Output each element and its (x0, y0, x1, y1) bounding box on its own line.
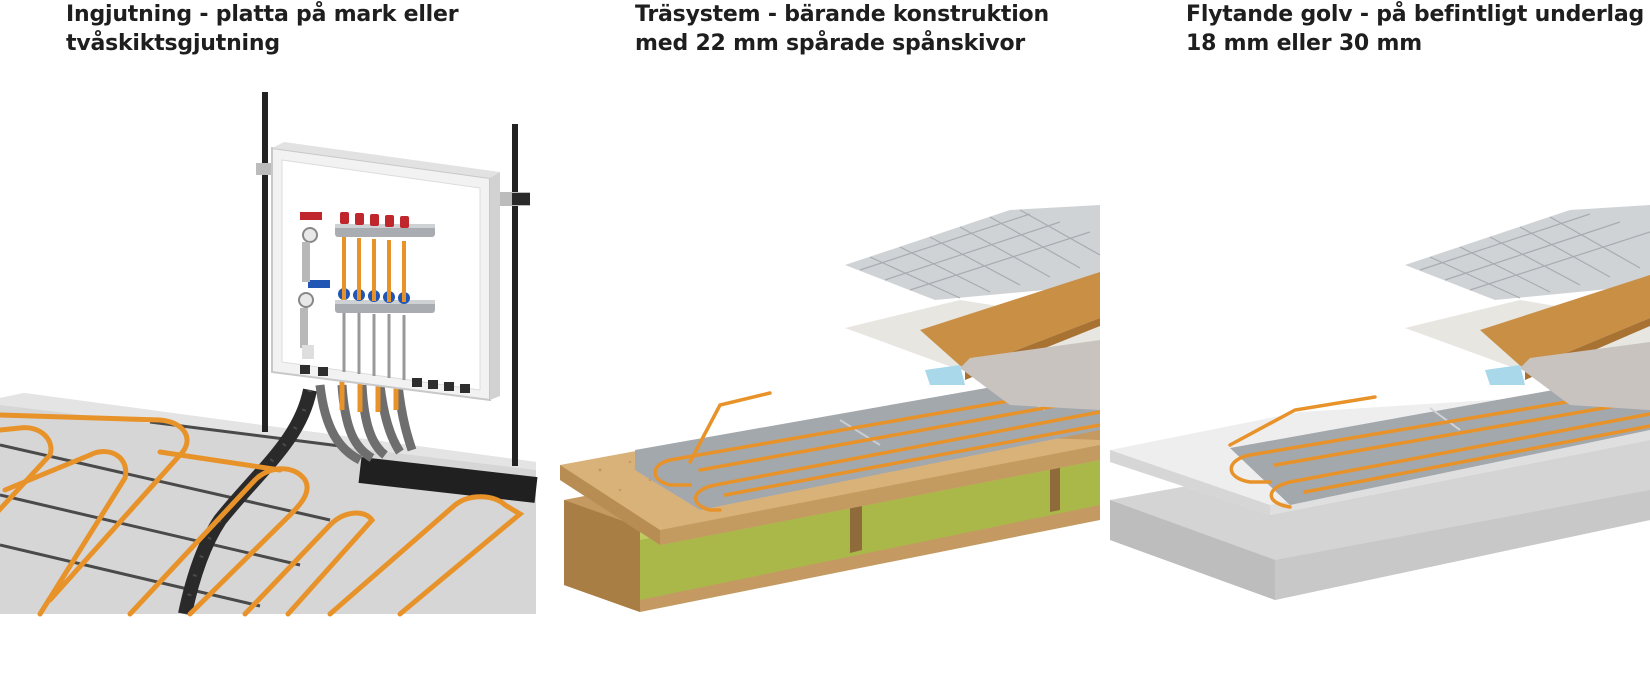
panel-title-flytande-golv: Flytande golv - på befintligt underlag 1… (1186, 2, 1645, 56)
illustration-trasystem (560, 205, 1100, 612)
manifold-supply-bar (335, 212, 435, 237)
panel-flytande-golv: Flytande golv - på befintligt underlag 1… (1100, 0, 1650, 679)
illustration-flytande-golv (1110, 205, 1650, 600)
illustration-ingjutning (0, 92, 538, 617)
manifold-valves (298, 212, 330, 359)
tile-layer (845, 205, 1100, 300)
foam-underlay (960, 340, 1100, 410)
panel-title-ingjutning: Ingjutning - platta på mark eller tvåski… (66, 2, 459, 56)
heating-pipe-loops (0, 412, 525, 617)
panel-ingjutning: Ingjutning - platta på mark eller tvåski… (0, 0, 540, 679)
support-rod-right (512, 124, 518, 466)
heating-pipes-grooves (653, 383, 1100, 512)
support-rod-left (262, 92, 268, 432)
oak-board (920, 272, 1100, 370)
oak-board-eps (1480, 275, 1650, 370)
foam-underlay-eps (1520, 342, 1650, 410)
panel-title-trasystem: Träsystem - bärande konstruktion med 22 … (635, 2, 1049, 56)
panel-trasystem: Träsystem - bärande konstruktion med 22 … (540, 0, 1100, 679)
manifold-cabinet (271, 142, 500, 402)
heating-pipes-eps (1228, 386, 1650, 509)
